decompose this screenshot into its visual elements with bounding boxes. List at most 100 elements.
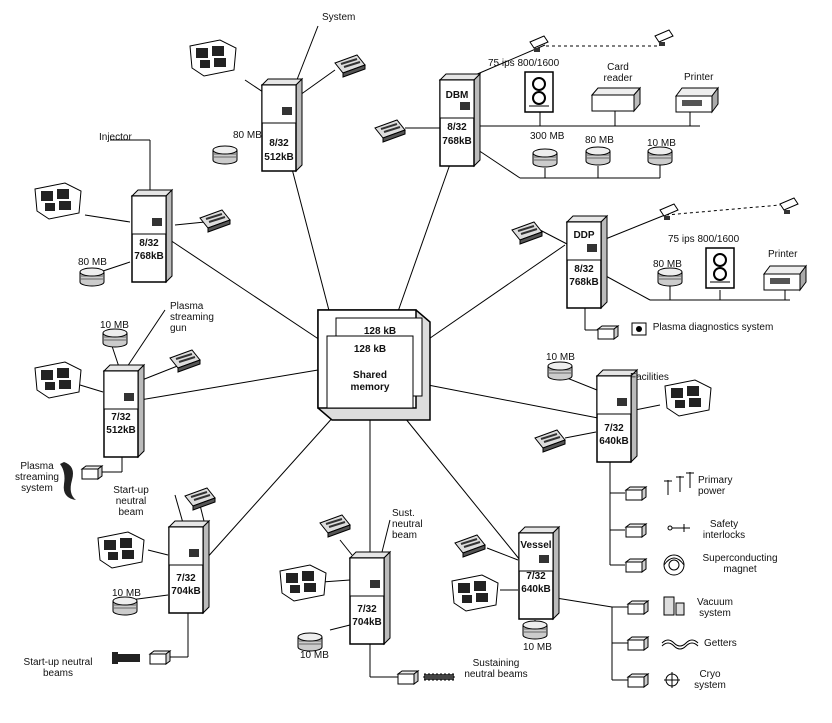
dbm-disk2-label: 80 MB [585, 135, 614, 146]
vessel-disk-label: 10 MB [523, 642, 552, 653]
ddp-terminal-icon [511, 221, 543, 245]
facilities-ram: 640kB [599, 436, 629, 447]
dbm-disk3-label: 10 MB [647, 138, 676, 149]
sust-cpu: 7/32 [357, 604, 377, 615]
card-reader-icon [590, 86, 642, 113]
dbm-disk-300-icon [532, 148, 558, 168]
startup-beams-label: Start-up neutral beams [23, 657, 93, 679]
startup-cabinet [168, 520, 210, 614]
sust-console-icon [279, 564, 327, 602]
facilities-terminal-icon [534, 429, 566, 453]
system-label: System [322, 12, 356, 23]
gun-disk-label: 10 MB [100, 320, 129, 331]
beam-source-icon [112, 652, 140, 664]
startup-cpu: 7/32 [176, 573, 196, 584]
facilities-cpu: 7/32 [604, 423, 624, 434]
dbm-ram: 768kB [442, 136, 472, 147]
sust-disk-label: 10 MB [300, 650, 329, 661]
dbm-card-reader-label: Card reader [603, 62, 633, 84]
gun-ram: 512kB [106, 425, 136, 436]
getters-icon [661, 639, 699, 650]
sust-disk-icon [297, 632, 323, 652]
ddp-tape-label: 75 ips 800/1600 [668, 234, 740, 245]
injector-cpu: 8/32 [139, 238, 159, 249]
shared-mem-front-size: 128 kB [353, 344, 387, 355]
gun-label: Plasma streaming gun [170, 301, 214, 334]
diag-box-icon [597, 325, 619, 340]
plasma-source-icon [60, 462, 76, 500]
ddp-remote-terminal-icon [659, 203, 679, 221]
system-terminal-icon [334, 54, 366, 78]
dbm-tape-label: 75 ips 800/1600 [488, 58, 560, 69]
vacuum-system-label: Vacuum system [697, 597, 733, 619]
ddp-ram: 768kB [569, 277, 599, 288]
sust-beams-label: Sustaining neutral beams [464, 658, 528, 680]
dbm-remote-terminal-2-icon [654, 29, 674, 47]
sust-ram: 704kB [352, 617, 382, 628]
safety-interlocks-label: Safety interlocks [702, 519, 746, 541]
injector-console-icon [34, 182, 82, 220]
sust-label: Sust. neutral beam [392, 508, 423, 541]
camera-icon [631, 322, 647, 336]
magnet-box-icon [625, 558, 647, 573]
facilities-disk-icon [547, 361, 573, 381]
injector-disk-label: 80 MB [78, 257, 107, 268]
safety-box-icon [625, 523, 647, 538]
dbm-disk-80-icon [585, 146, 611, 166]
interlock-icon [667, 524, 690, 532]
facilities-cabinet [596, 369, 638, 463]
startup-disk-label: 10 MB [112, 588, 141, 599]
sustaining-beam-icon [423, 673, 455, 681]
facilities-console-icon [664, 379, 712, 417]
system-disk-label: 80 MB [233, 130, 262, 141]
getters-box-icon [627, 636, 649, 651]
primary-power-label: Primary power [698, 475, 733, 497]
dbm-tag: DBM [445, 90, 469, 101]
vessel-cpu: 7/32 [526, 571, 546, 582]
vessel-tag: Vessel [520, 540, 552, 551]
gun-disk-icon [102, 328, 128, 348]
dbm-remote-terminal-icon [529, 35, 549, 53]
startup-label: Start-up neutral beam [113, 485, 149, 518]
ddp-cpu: 8/32 [574, 264, 594, 275]
injector-terminal-icon [199, 209, 231, 233]
vessel-console-icon [451, 574, 499, 612]
vessel-ram: 640kB [521, 584, 551, 595]
superconducting-magnet-label: Superconducting magnet [702, 553, 778, 575]
vessel-disk-icon [522, 620, 548, 640]
gun-cabinet [103, 364, 145, 458]
gun-box-icon [81, 465, 103, 480]
dbm-printer-icon [675, 87, 719, 113]
ddp-diag-label: Plasma diagnostics system [652, 322, 774, 333]
startup-disk-icon [112, 596, 138, 616]
magnet-icon [663, 554, 685, 576]
cryo-icon [664, 672, 680, 688]
power-pole-icon [664, 472, 694, 495]
ddp-disk-label: 80 MB [653, 259, 682, 270]
shared-memory-label: Shared memory [350, 370, 390, 393]
startup-terminal-icon [184, 487, 216, 511]
dbm-disk1-label: 300 MB [530, 131, 565, 142]
dbm-printer-label: Printer [684, 72, 714, 83]
sust-box-icon [397, 670, 419, 685]
ddp-printer-label: Printer [768, 249, 798, 260]
system-cpu: 8/32 [269, 138, 289, 149]
injector-label: Injector [99, 132, 132, 143]
gun-system-label: Plasma streaming system [15, 461, 59, 494]
dbm-disk-10-icon [647, 146, 673, 166]
injector-ram: 768kB [134, 251, 164, 262]
dbm-cpu: 8/32 [447, 122, 467, 133]
facilities-label: Facilities [630, 372, 669, 383]
vessel-terminal-icon [454, 534, 486, 558]
shared-mem-back-size: 128 kB [363, 326, 397, 337]
startup-console-icon [97, 531, 145, 569]
ddp-disk-icon [657, 267, 683, 287]
vacuum-box-icon [627, 600, 649, 615]
sust-terminal-icon [319, 514, 351, 538]
power-box-icon [625, 486, 647, 501]
cryo-system-label: Cryo system [694, 669, 726, 691]
system-disk-icon [212, 145, 238, 165]
startup-box-icon [149, 650, 171, 665]
gun-console-icon [34, 361, 82, 399]
